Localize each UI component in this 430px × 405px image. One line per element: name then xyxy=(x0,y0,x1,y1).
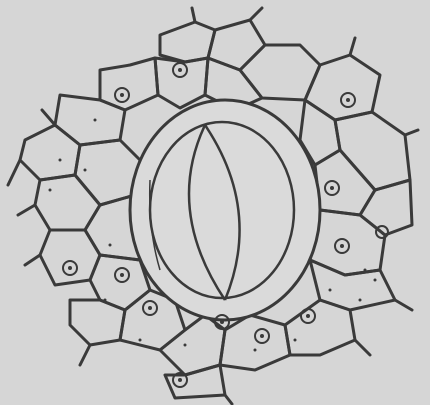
guard-cell-outer-wall xyxy=(130,100,320,320)
stoma xyxy=(130,100,320,320)
